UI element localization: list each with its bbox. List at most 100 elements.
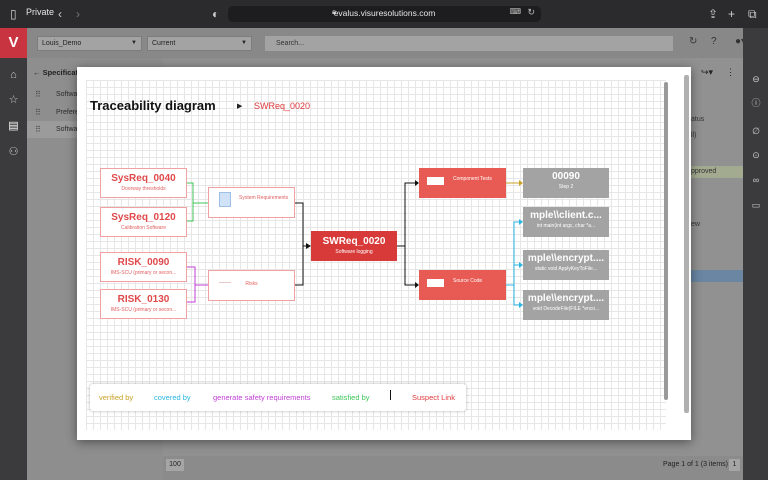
node-id: 00090 bbox=[552, 171, 580, 182]
arrow-head bbox=[306, 243, 311, 249]
tree-header[interactable]: ← Specificat bbox=[33, 68, 79, 77]
node-source-file[interactable]: mple\\client.c... int main(int argc, cha… bbox=[523, 207, 609, 237]
risk-icon bbox=[219, 282, 231, 283]
trace-links bbox=[187, 180, 523, 308]
legend-suspect: Suspect Link bbox=[412, 393, 455, 402]
node-test-00090[interactable]: 00090 Step 2 bbox=[523, 168, 609, 198]
drag-handle-icon[interactable]: ⠿ bbox=[35, 125, 41, 134]
history-icon[interactable]: ⊙ bbox=[752, 150, 760, 160]
document-icon[interactable]: ▤ bbox=[8, 120, 19, 132]
redo-icon[interactable]: ↪▾ bbox=[701, 67, 714, 77]
node-id: SWReq_0020 bbox=[322, 236, 386, 247]
link-trace bbox=[404, 246, 417, 286]
node-id: mple\\encrypt.... bbox=[527, 253, 605, 264]
node-sysreq-0040[interactable]: SysReq_0040 Doorway thresholds bbox=[100, 168, 187, 198]
group-risks[interactable]: Risks bbox=[208, 270, 295, 301]
page-button[interactable]: 1 bbox=[729, 459, 740, 471]
star-icon[interactable]: ☆ bbox=[8, 94, 19, 106]
version-select[interactable]: Current ▼ bbox=[147, 36, 252, 51]
browser-toolbar: ▯ Private ‹ › ◐ 🔒︎ evalus.visuresolution… bbox=[0, 0, 768, 28]
node-risk-0090[interactable]: RISK_0090 IMS-SCU (primary or secon... bbox=[100, 252, 187, 282]
app-logo[interactable]: V bbox=[0, 28, 27, 58]
current-requirement[interactable]: SWReq_0020 bbox=[254, 101, 311, 111]
node-description: Step 2 bbox=[558, 184, 574, 190]
group-label: System Requirements bbox=[239, 195, 289, 201]
node-id: RISK_0090 bbox=[117, 257, 170, 268]
share-icon[interactable]: ⇪ bbox=[708, 7, 719, 21]
drag-handle-icon[interactable]: ⠿ bbox=[35, 90, 41, 99]
search-input[interactable]: Search... bbox=[265, 36, 673, 51]
legend-divider bbox=[390, 390, 391, 400]
link-trace bbox=[397, 182, 417, 247]
group-system-requirements[interactable]: System Requirements bbox=[208, 187, 295, 218]
node-id: mple\\encrypt.... bbox=[527, 293, 605, 304]
refresh-icon[interactable]: ↻ bbox=[689, 36, 698, 47]
link-icon[interactable]: ∞ bbox=[752, 175, 760, 185]
user-avatar-icon[interactable]: ●▾ bbox=[735, 36, 747, 47]
translate-icon[interactable]: ⌨ bbox=[509, 7, 521, 16]
link-covered bbox=[513, 285, 521, 306]
tree-item[interactable]: ⠿Prefere bbox=[27, 104, 163, 121]
link-safety bbox=[187, 266, 208, 286]
status-filter[interactable]: ll) bbox=[691, 132, 697, 139]
more-icon[interactable]: ⋮ bbox=[726, 67, 735, 77]
node-source-file[interactable]: mple\\encrypt.... void DecodeFile(FILE *… bbox=[523, 290, 609, 320]
pager: 100 Page 1 of 1 (3 items) 1 bbox=[163, 456, 743, 480]
drag-handle-icon[interactable]: ⠿ bbox=[35, 108, 41, 117]
project-select-value: Louis_Demo bbox=[42, 40, 82, 47]
group-label: Risks bbox=[245, 281, 258, 287]
version-select-value: Current bbox=[152, 40, 176, 47]
page-info: Page 1 of 1 (3 items) bbox=[663, 461, 728, 468]
vertical-scrollbar[interactable] bbox=[664, 82, 668, 400]
node-sysreq-0120[interactable]: SysReq_0120 Calibration Software bbox=[100, 207, 187, 237]
group-label: Source Code bbox=[453, 278, 483, 284]
tree-icon[interactable]: ⚇ bbox=[8, 146, 19, 158]
group-source-code[interactable]: Source Code bbox=[419, 270, 506, 300]
tabs-overview-icon[interactable]: ⧉ bbox=[748, 7, 757, 21]
link-trace bbox=[295, 202, 309, 247]
node-source-file[interactable]: mple\\encrypt.... static void ApplyKeyTo… bbox=[523, 250, 609, 280]
group-icon bbox=[427, 177, 444, 185]
link-satisfied bbox=[187, 203, 194, 222]
back-icon[interactable]: ‹ bbox=[58, 7, 62, 21]
address-bar[interactable]: 🔒︎ evalus.visuresolutions.com ⌨ ↻ bbox=[228, 6, 541, 22]
node-id: mple\\client.c... bbox=[530, 210, 602, 221]
forward-icon[interactable]: › bbox=[76, 7, 80, 21]
approved-row: pproved bbox=[688, 166, 743, 178]
dialog-scrollbar[interactable] bbox=[684, 75, 689, 413]
top-bar: Louis_Demo ▼ Current ▼ Search... ↻ ? ●▾ bbox=[27, 28, 747, 58]
arrow-head bbox=[519, 180, 523, 186]
link-trace bbox=[295, 246, 304, 286]
node-risk-0130[interactable]: RISK_0130 IMS-SCU (primary or secon... bbox=[100, 289, 187, 319]
reload-icon[interactable]: ↻ bbox=[527, 7, 535, 17]
node-swreq-0020[interactable]: SWReq_0020 Software logging bbox=[311, 231, 397, 261]
legend-covered: covered by bbox=[154, 393, 191, 402]
info-icon[interactable]: ⓘ bbox=[751, 98, 761, 108]
left-nav: V ⌂ ☆ ▤ ⚇ bbox=[0, 28, 27, 480]
group-component-tests[interactable]: Component Tests bbox=[419, 168, 506, 198]
help-icon[interactable]: ? bbox=[711, 36, 717, 47]
arrow-head bbox=[519, 262, 523, 268]
project-select[interactable]: Louis_Demo ▼ bbox=[37, 36, 142, 51]
chevron-down-icon: ▼ bbox=[241, 40, 247, 46]
home-icon[interactable]: ⌂ bbox=[10, 69, 17, 81]
sidebar-toggle-icon[interactable]: ▯ bbox=[10, 7, 17, 21]
new-status: ew bbox=[691, 221, 700, 228]
arrow-left-icon[interactable]: ⊖ bbox=[752, 74, 760, 84]
node-description: Calibration Software bbox=[120, 225, 167, 231]
new-tab-icon[interactable]: + bbox=[728, 7, 736, 21]
link-covered bbox=[506, 221, 521, 286]
comment-icon[interactable]: ▭ bbox=[751, 200, 761, 210]
selected-row-highlight bbox=[688, 270, 743, 282]
tree-item[interactable]: ⠿Softwa bbox=[27, 86, 163, 103]
attachment-icon[interactable]: ∅ bbox=[752, 126, 760, 136]
node-description: IMS-SCU (primary or secon... bbox=[110, 307, 177, 313]
arrow-head bbox=[519, 302, 523, 308]
shield-icon[interactable]: ◐ bbox=[212, 7, 220, 21]
node-description: IMS-SCU (primary or secon... bbox=[110, 270, 177, 276]
arrow-head bbox=[415, 282, 419, 288]
link-covered bbox=[513, 264, 521, 285]
legend-verified: verified by bbox=[99, 393, 134, 402]
page-size-select[interactable]: 100 bbox=[166, 459, 184, 471]
group-icon bbox=[427, 279, 444, 287]
